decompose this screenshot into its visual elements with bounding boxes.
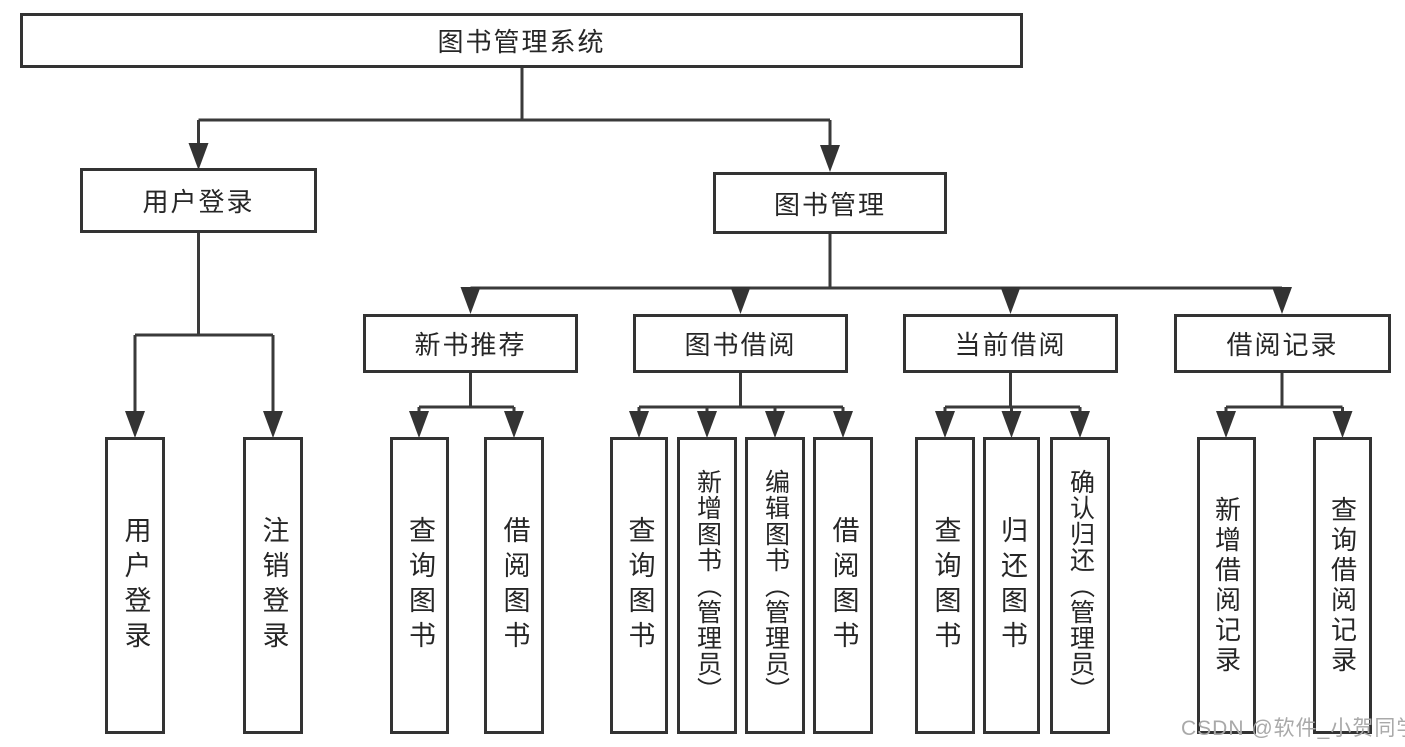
leaf-query-books-current: 查询图书 — [915, 437, 975, 734]
node-borrow-records: 借阅记录 — [1174, 314, 1391, 373]
arrow-down-icon — [125, 411, 145, 438]
leaf-label: 查询图书 — [405, 515, 435, 656]
leaf-label: 新增借阅记录 — [1211, 495, 1242, 676]
connector-path — [133, 68, 1344, 414]
leaf-add-books-admin: 新增图书（管理员） — [677, 437, 737, 734]
arrow-down-icon — [1070, 411, 1090, 438]
node-root: 图书管理系统 — [20, 13, 1023, 68]
leaf-query-borrow-record: 查询借阅记录 — [1313, 437, 1372, 734]
arrow-down-icon — [1332, 411, 1353, 438]
arrow-down-icon — [504, 411, 524, 438]
arrow-down-icon — [409, 411, 429, 438]
leaf-label: 编辑图书（管理员） — [761, 468, 790, 703]
leaf-query-books-borrow: 查询图书 — [610, 437, 668, 734]
node-borrow-records-label: 借阅记录 — [1226, 330, 1339, 360]
node-root-label: 图书管理系统 — [437, 27, 606, 57]
node-current-borrow-label: 当前借阅 — [954, 330, 1067, 360]
node-user-login: 用户登录 — [80, 168, 317, 233]
leaf-edit-books-admin: 编辑图书（管理员） — [745, 437, 805, 734]
arrow-down-icon — [833, 411, 853, 438]
arrow-down-icon — [820, 145, 840, 172]
arrow-down-icon — [1216, 411, 1236, 438]
node-user-login-label: 用户登录 — [142, 187, 255, 217]
leaf-label: 查询借阅记录 — [1327, 495, 1358, 676]
leaf-logout-label: 注销登录 — [258, 515, 289, 656]
node-new-book-recommend: 新书推荐 — [363, 314, 578, 373]
leaf-confirm-return-admin: 确认归还（管理员） — [1050, 437, 1110, 734]
arrow-down-icon — [460, 287, 481, 314]
arrow-down-icon — [188, 143, 209, 170]
leaf-return-books: 归还图书 — [983, 437, 1040, 734]
arrow-down-icon — [1272, 287, 1292, 314]
leaf-borrow-books: 借阅图书 — [813, 437, 873, 734]
leaf-user-login: 用户登录 — [105, 437, 165, 734]
arrow-down-icon — [935, 411, 955, 438]
node-book-borrow: 图书借阅 — [633, 314, 848, 373]
node-book-management: 图书管理 — [713, 172, 947, 234]
watermark: CSDN @软件_小贺同学 — [1181, 717, 1405, 740]
leaf-add-borrow-record: 新增借阅记录 — [1197, 437, 1256, 734]
leaf-label: 查询图书 — [930, 515, 961, 656]
leaf-label: 确认归还（管理员） — [1066, 468, 1095, 703]
leaf-label: 借阅图书 — [828, 515, 859, 656]
leaf-logout: 注销登录 — [243, 437, 303, 734]
arrow-down-icon — [730, 287, 751, 314]
node-new-book-recommend-label: 新书推荐 — [414, 330, 527, 360]
leaf-user-login-label: 用户登录 — [120, 515, 151, 656]
leaf-label: 查询图书 — [624, 515, 655, 656]
arrow-down-icon — [1001, 411, 1022, 438]
arrow-down-icon — [1000, 287, 1021, 314]
arrow-down-icon — [263, 411, 283, 438]
leaf-borrow-books-recommend: 借阅图书 — [484, 437, 544, 734]
arrow-down-icon — [765, 411, 785, 438]
leaf-query-books-recommend: 查询图书 — [390, 437, 449, 734]
arrow-down-icon — [697, 411, 717, 438]
node-book-management-label: 图书管理 — [773, 189, 886, 220]
arrowheads — [125, 143, 1353, 438]
node-current-borrow: 当前借阅 — [903, 314, 1118, 373]
leaf-label: 新增图书（管理员） — [693, 468, 722, 703]
leaf-label: 归还图书 — [997, 515, 1027, 656]
leaf-label: 借阅图书 — [499, 515, 530, 656]
arrow-down-icon — [629, 411, 649, 438]
node-book-borrow-label: 图书借阅 — [684, 330, 797, 360]
